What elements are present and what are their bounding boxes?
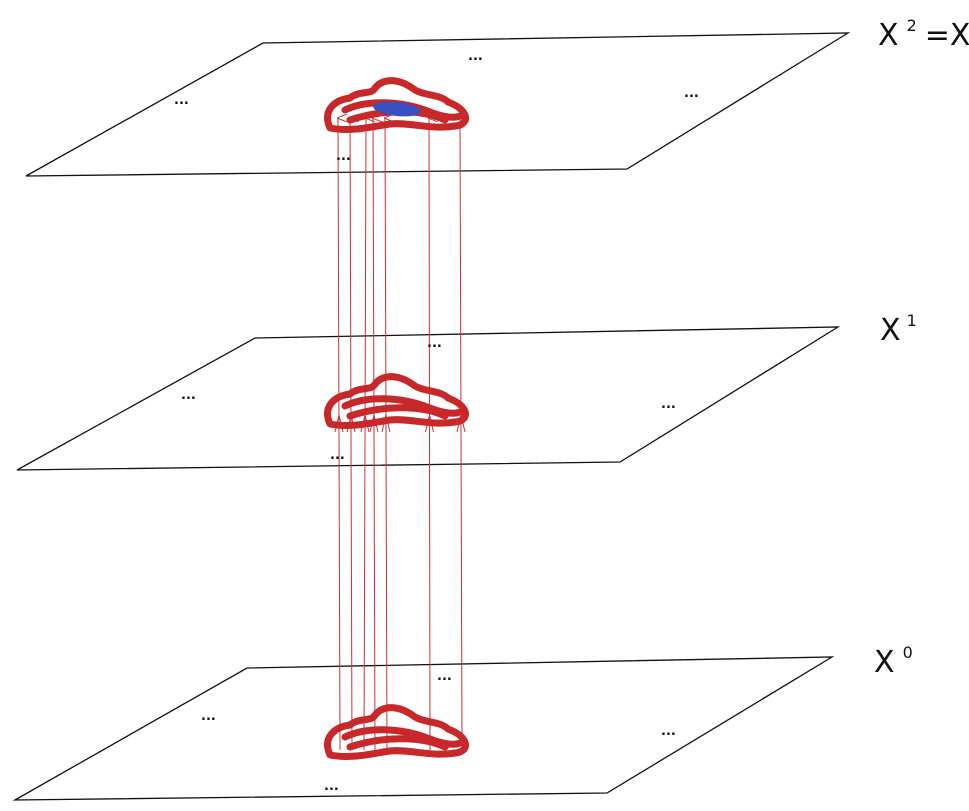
ellipsis: ...	[684, 86, 699, 101]
mapping-arrow	[373, 118, 375, 751]
ellipsis: ...	[661, 724, 676, 739]
mapping-arrow	[338, 118, 340, 751]
ellipsis: ...	[201, 709, 216, 724]
mapping-arrow	[363, 118, 366, 751]
highlight-region	[373, 101, 421, 117]
mapping-arrow	[429, 118, 430, 751]
mapping-arrow	[460, 118, 462, 751]
ellipsis: ...	[468, 49, 483, 64]
ellipsis: ...	[427, 336, 442, 351]
plane-x1	[16, 326, 841, 471]
ellipsis: ...	[174, 93, 189, 108]
arrow-head-icon	[381, 414, 391, 433]
plane-x2	[25, 32, 851, 177]
mapping-arrow	[350, 118, 352, 751]
ellipsis: ...	[437, 669, 452, 684]
mapping-arrow	[385, 118, 387, 751]
ellipsis: ...	[336, 149, 351, 164]
blob-x1	[324, 373, 469, 429]
ellipsis: ...	[661, 397, 676, 412]
arrow-head-icon	[425, 414, 434, 433]
ellipsis: ...	[324, 779, 339, 794]
blob-x0	[324, 704, 469, 760]
ellipsis: ...	[181, 388, 196, 403]
plane-x0	[12, 656, 835, 801]
ellipsis: ...	[330, 448, 345, 463]
